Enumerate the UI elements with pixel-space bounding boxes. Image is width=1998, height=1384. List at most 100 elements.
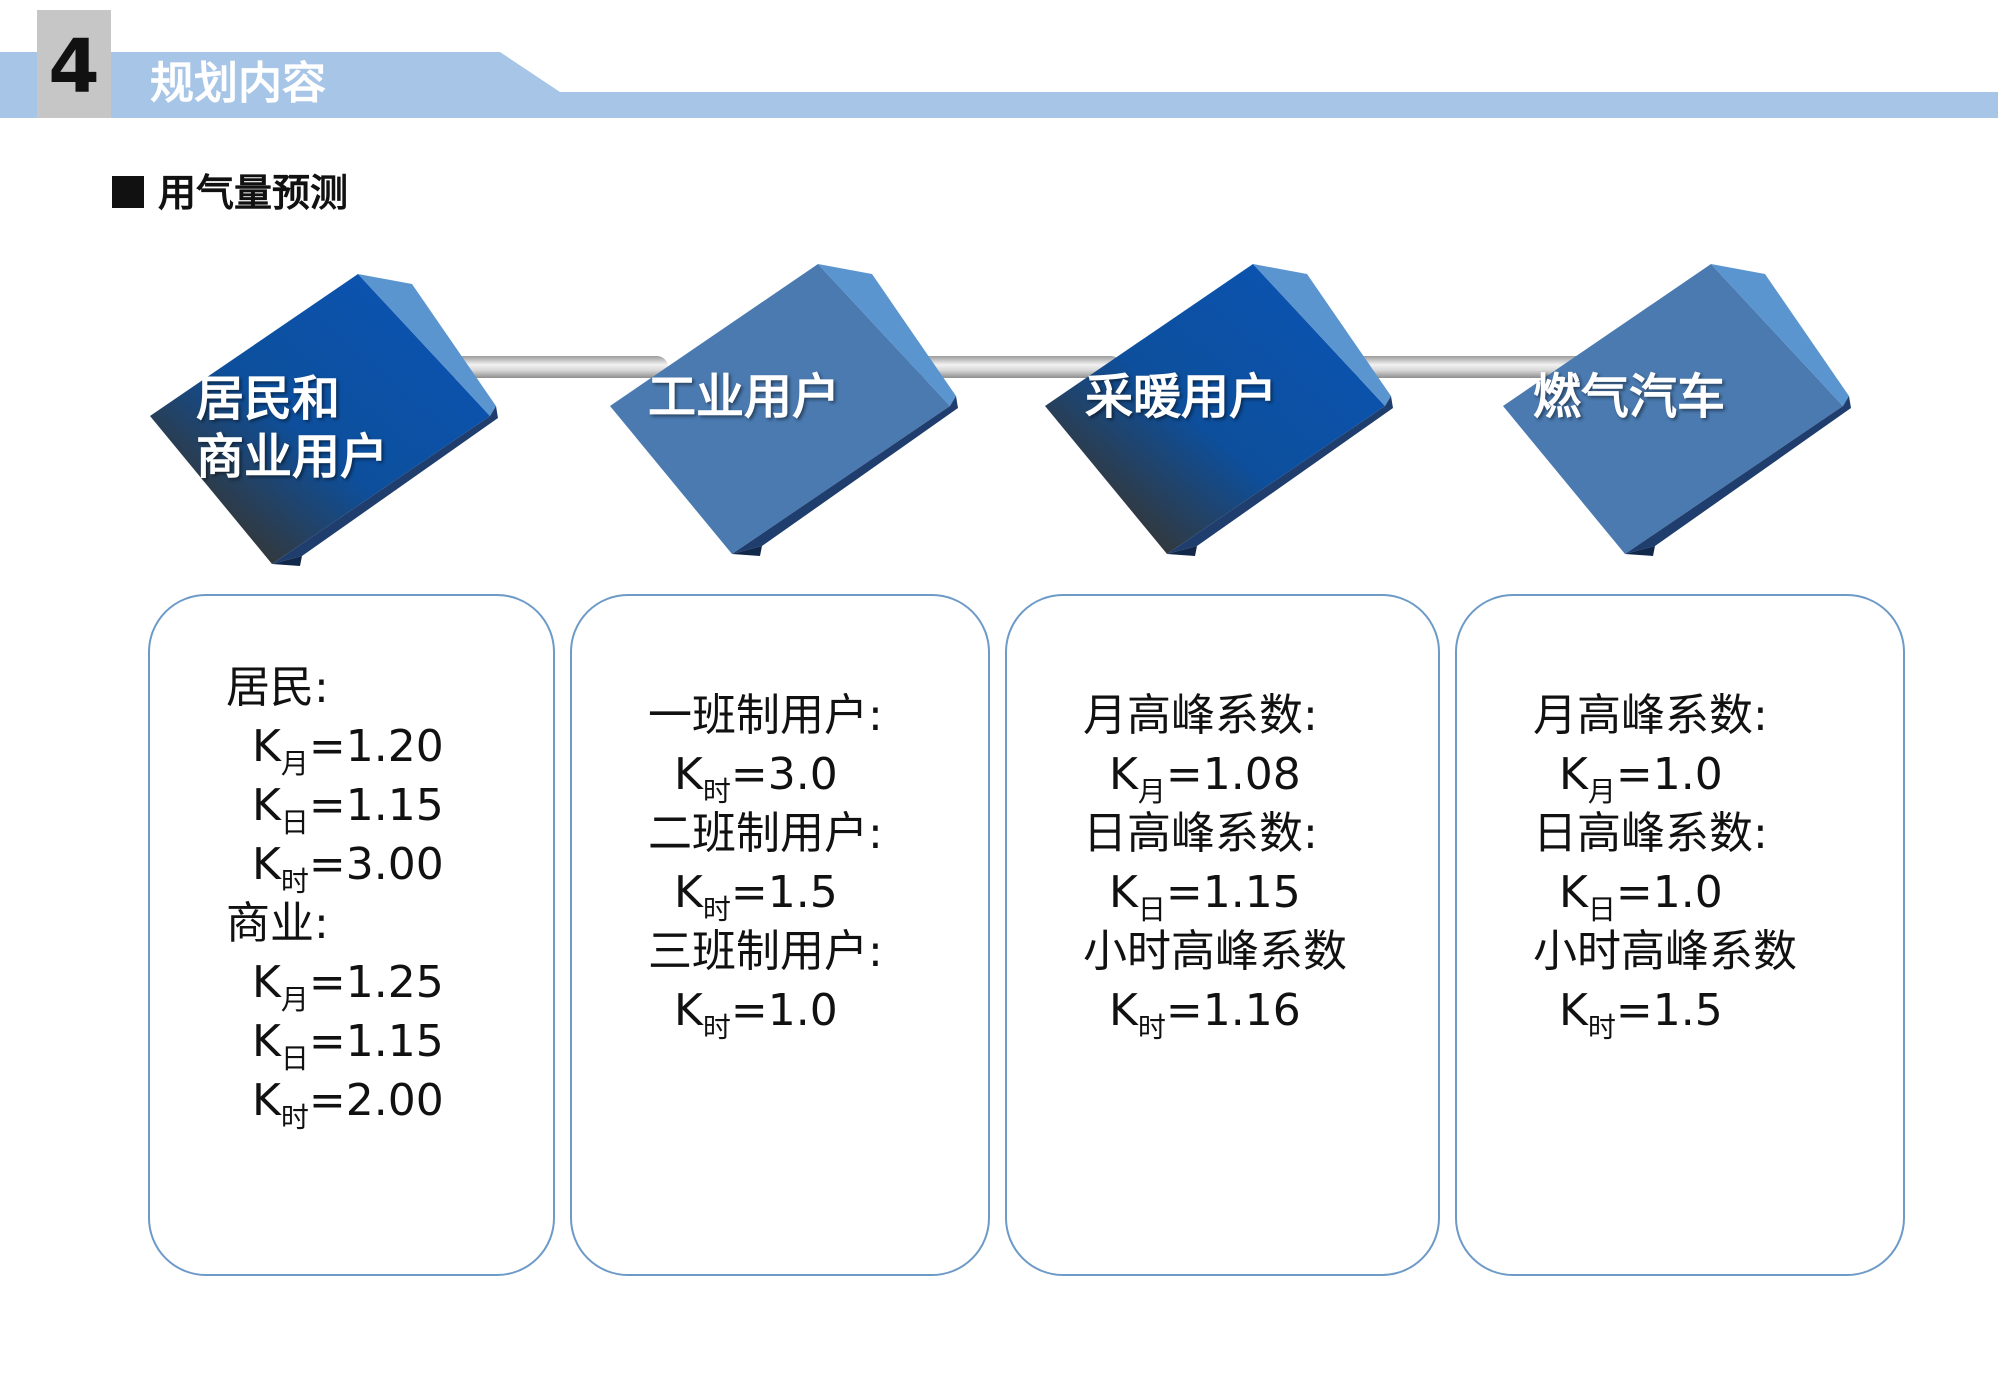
coefficient-value: =1.15 [308,780,444,831]
coefficient-line: K时=1.5 [648,863,883,926]
cube-label: 采暖用户 [1085,368,1277,426]
connector-bar-3 [1338,356,1588,378]
coefficient-subscript: 时 [280,1101,309,1134]
coefficient-value: =3.00 [308,839,444,890]
coefficient-symbol: K [674,749,703,800]
coefficient-symbol: K [252,1075,281,1126]
coefficient-subscript: 时 [702,775,731,808]
coefficient-value: =1.15 [308,1016,444,1067]
coefficient-line: K月=1.20 [226,717,444,780]
section-title: 规划内容 [150,58,326,109]
card-heading-line: 一班制用户: [648,690,883,741]
cube-shape [150,274,498,566]
coefficient-value: =1.16 [1165,985,1301,1036]
coefficient-value: =1.25 [308,957,444,1008]
coefficient-subscript: 时 [280,865,309,898]
coefficient-line: K日=1.0 [1533,863,1797,926]
coefficient-line: K时=3.0 [648,745,883,808]
coefficient-subscript: 时 [1137,1011,1166,1044]
coefficient-subscript: 日 [280,1042,309,1075]
coefficient-value: =3.0 [730,749,838,800]
coefficient-symbol: K [252,839,281,890]
coefficient-value: =1.0 [1615,749,1723,800]
square-bullet-icon [112,176,144,208]
cube-label-line1: 燃气汽车 [1533,369,1726,425]
coefficient-symbol: K [1559,867,1588,918]
coefficient-symbol: K [252,1016,281,1067]
card-heading-line: 居民: [226,662,329,713]
connector-bar-2 [882,356,1122,378]
coefficient-value: =1.20 [308,721,444,772]
coefficient-line: K时=2.00 [226,1071,444,1134]
coefficient-line: K时=1.0 [648,981,883,1044]
coefficient-symbol: K [1109,749,1138,800]
coefficient-line: K日=1.15 [1083,863,1347,926]
coefficient-subscript: 月 [280,747,309,780]
connector-bar-1 [428,356,668,378]
coefficient-subscript: 时 [702,1011,731,1044]
coefficient-subscript: 日 [280,806,309,839]
cube-label-line2: 商业用户 [196,429,389,485]
coefficient-subscript: 日 [1587,893,1616,926]
coefficient-line: K时=3.00 [226,835,444,898]
coefficient-subscript: 月 [280,983,309,1016]
cube-shape [1503,264,1851,556]
coefficient-symbol: K [674,985,703,1036]
coefficient-value: =1.0 [1615,867,1723,918]
coefficient-symbol: K [1559,749,1588,800]
cube-label-line1: 居民和 [196,371,341,427]
card-heading-line: 三班制用户: [648,926,883,977]
coefficient-symbol: K [252,957,281,1008]
coefficient-symbol: K [674,867,703,918]
coefficient-symbol: K [252,721,281,772]
cube-label: 工业用户 [648,368,840,426]
cube-label-line1: 工业用户 [648,369,841,425]
card-heading-line: 日高峰系数: [1533,808,1768,859]
coefficient-subscript: 时 [702,893,731,926]
coefficient-line: K时=1.16 [1083,981,1347,1044]
coefficient-symbol: K [252,780,281,831]
coefficient-line: K日=1.15 [226,1012,444,1075]
card-heading-line: 月高峰系数: [1083,690,1318,741]
coefficient-symbol: K [1109,985,1138,1036]
card-heading-line: 小时高峰系数 [1083,926,1347,977]
coefficient-value: =1.08 [1165,749,1301,800]
coefficient-subscript: 时 [1587,1011,1616,1044]
coefficient-line: K月=1.25 [226,953,444,1016]
cube-label: 燃气汽车 [1533,368,1725,426]
coefficient-line: K月=1.0 [1533,745,1797,808]
coefficient-symbol: K [1559,985,1588,1036]
section-number: 4 [48,24,100,110]
cube-heating: 采暖用户 [1045,256,1395,556]
cube-gas-vehicle: 燃气汽车 [1503,256,1853,556]
cube-label-line1: 采暖用户 [1085,369,1278,425]
card-heading-line: 日高峰系数: [1083,808,1318,859]
section-number-box [37,10,111,118]
cube-shape [1045,264,1393,556]
card-heading-line: 商业: [226,898,329,949]
coefficient-line: K时=1.5 [1533,981,1797,1044]
cube-shape [610,264,958,556]
cube-industrial: 工业用户 [610,256,960,556]
cube-residential-commercial: 居民和商业用户 [150,266,500,566]
subheading-title: 用气量预测 [158,171,349,215]
cube-label: 居民和商业用户 [196,370,388,486]
card-heading-line: 小时高峰系数 [1533,926,1797,977]
coefficient-value: =1.0 [730,985,838,1036]
card-heading-line: 月高峰系数: [1533,690,1768,741]
coefficient-value: =1.5 [1615,985,1723,1036]
coefficient-value: =1.5 [730,867,838,918]
coefficient-symbol: K [1109,867,1138,918]
coefficient-value: =2.00 [308,1075,444,1126]
card-heading-line: 二班制用户: [648,808,883,859]
coefficient-line: K月=1.08 [1083,745,1347,808]
coefficient-line: K日=1.15 [226,776,444,839]
coefficient-subscript: 月 [1587,775,1616,808]
